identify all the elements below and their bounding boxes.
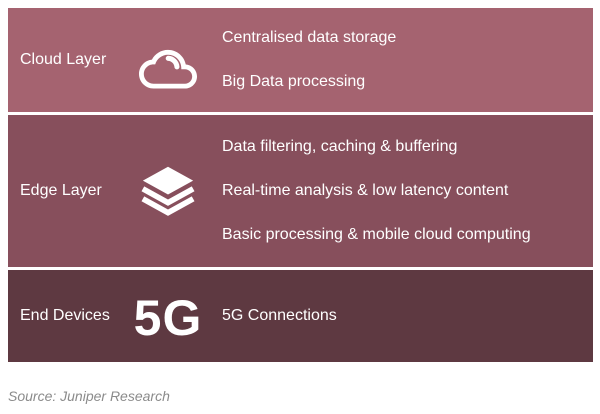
edge-layer-items: Data filtering, caching & buffering Real…	[208, 115, 593, 267]
cloud-layer-label: Cloud Layer	[20, 51, 107, 68]
cloud-icon	[128, 8, 208, 112]
cloud-layer-items: Centralised data storage Big Data proces…	[208, 8, 593, 112]
end-devices-label: End Devices	[20, 307, 110, 324]
layer-item: Big Data processing	[222, 73, 366, 90]
layer-item: Real-time analysis & low latency content	[222, 182, 509, 199]
layer-item: Data filtering, caching & buffering	[222, 138, 458, 155]
layer-item: Centralised data storage	[222, 29, 397, 46]
source-attribution: Source: Juniper Research	[8, 388, 170, 404]
edge-layer-row: Edge Layer Data filtering, caching & buf…	[8, 115, 593, 267]
layer-item: Basic processing & mobile cloud computin…	[222, 226, 531, 243]
5g-icon-text: 5G	[133, 290, 203, 346]
5g-icon: 5G	[128, 270, 208, 362]
layer-item: 5G Connections	[222, 307, 337, 324]
edge-layer-label: Edge Layer	[20, 182, 102, 199]
end-devices-items: 5G Connections	[208, 270, 593, 362]
network-layers-diagram: Cloud Layer Centralised data storage Big…	[8, 8, 593, 362]
cloud-layer-row: Cloud Layer Centralised data storage Big…	[8, 8, 593, 112]
layers-icon	[128, 115, 208, 267]
end-devices-row: End Devices 5G 5G Connections	[8, 270, 593, 362]
